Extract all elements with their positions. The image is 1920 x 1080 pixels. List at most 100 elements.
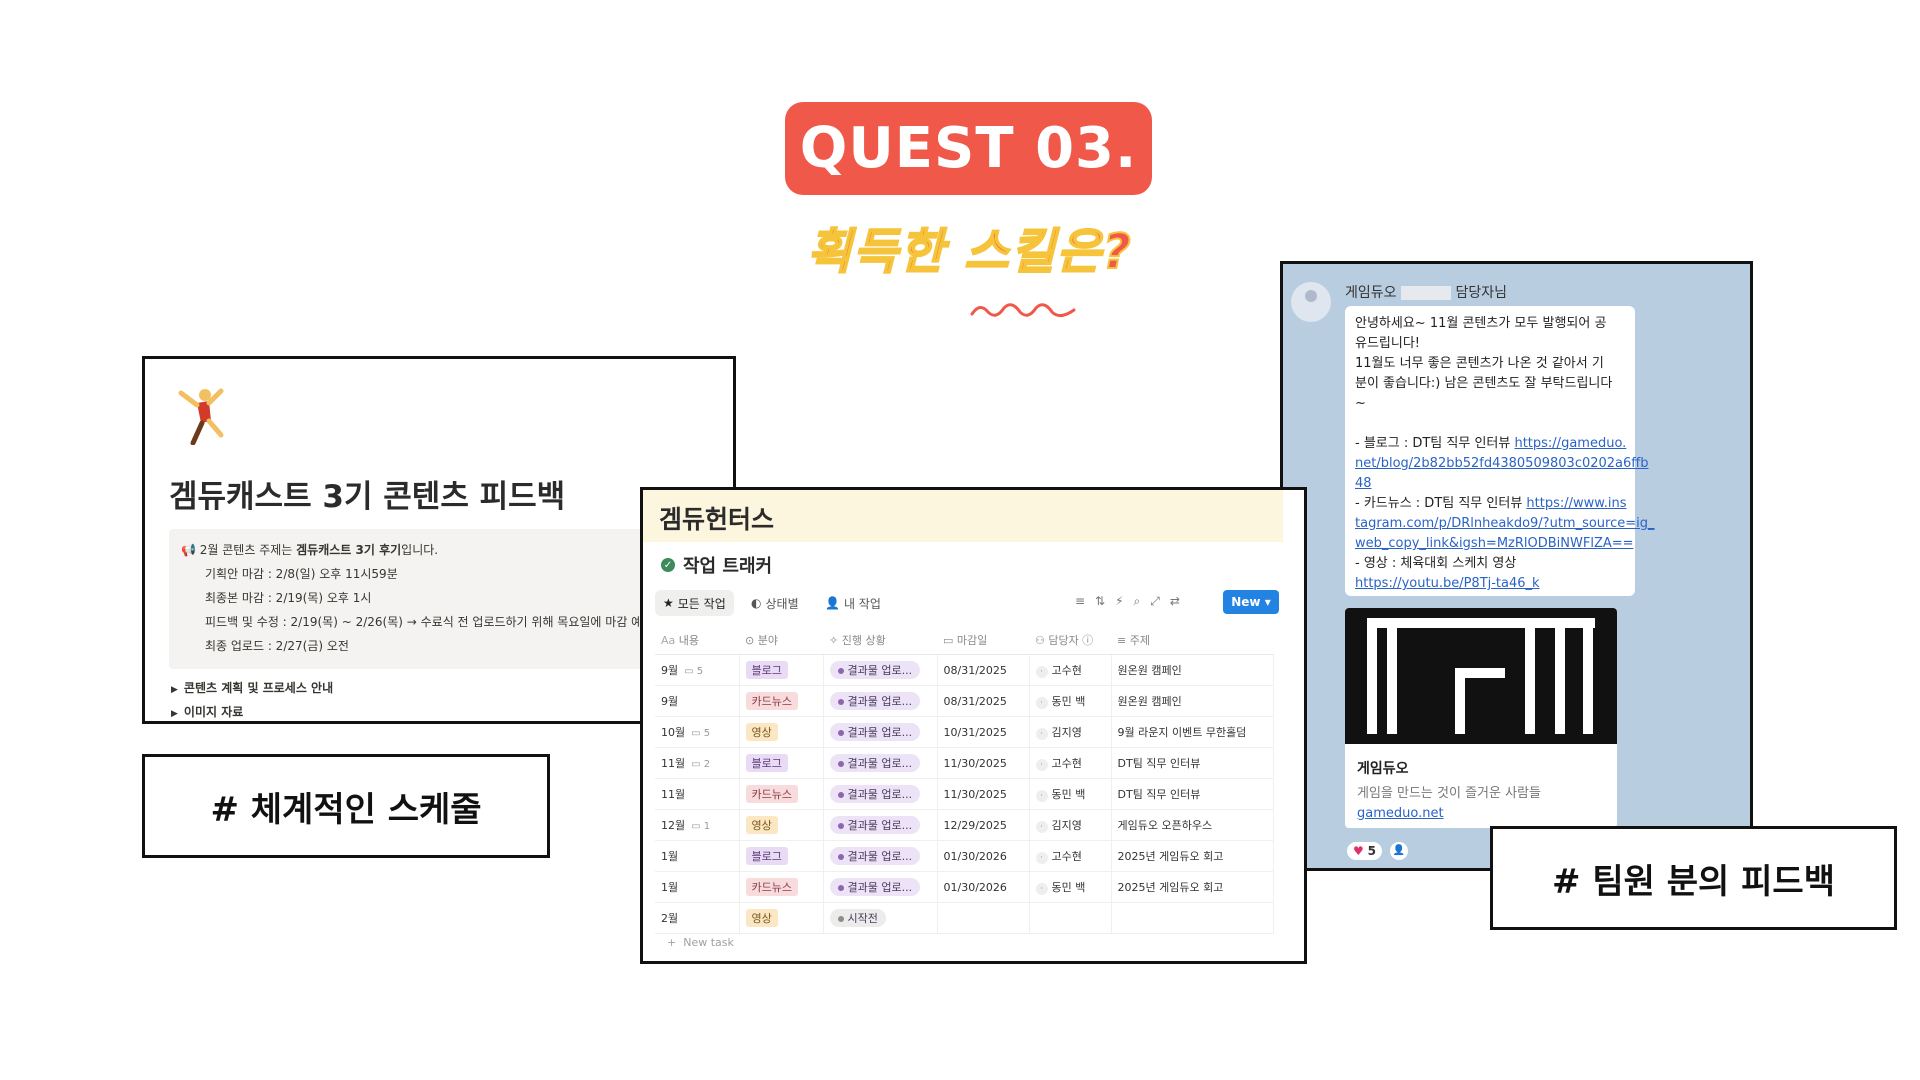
cardnews-link[interactable]: https://www.ins	[1526, 496, 1627, 511]
column-header[interactable]: Aa 내용	[655, 626, 739, 655]
cell-content[interactable]: 9월▭ 5	[655, 654, 740, 686]
cell-topic[interactable]: 2025년 게임듀오 회고	[1111, 840, 1274, 872]
cell-owner[interactable]: ·동민 백	[1029, 871, 1112, 903]
chat-message-screenshot: 게임듀오 담당자님 안녕하세요~ 11월 콘텐츠가 모두 발행되어 공 유드립니…	[1280, 261, 1753, 871]
cell-content[interactable]: 12월▭ 1	[655, 809, 740, 841]
tab-all-tasks[interactable]: ★모든 작업	[655, 590, 734, 616]
column-header[interactable]: ⚇ 담당자 ⓘ	[1029, 626, 1111, 655]
cell-content[interactable]: 1월	[655, 871, 740, 903]
video-link[interactable]: https://youtu.be/P8Tj-ta46_k	[1355, 576, 1540, 591]
tab-my-tasks[interactable]: 👤내 작업	[817, 590, 889, 616]
toolbar-icons[interactable]: ≡⇅⚡⌕⤢⇄	[1075, 594, 1190, 608]
tab-by-status[interactable]: ◐상태별	[743, 590, 807, 616]
column-header[interactable]: ▭ 마감일	[937, 626, 1029, 655]
cell-due[interactable]: 08/31/2025	[937, 685, 1030, 717]
cell-topic[interactable]: DT팀 직무 인터뷰	[1111, 747, 1274, 779]
cell-content[interactable]: 10월▭ 5	[655, 716, 740, 748]
person-icon[interactable]: 👤	[1389, 842, 1408, 860]
cell-status[interactable]: 결과물 업로...	[823, 840, 938, 872]
cardnews-link[interactable]: tagram.com/p/DRlnheakdo9/?utm_source=ig_	[1355, 516, 1655, 531]
cell-owner[interactable]: ·동민 백	[1029, 685, 1112, 717]
cell-topic[interactable]: 9월 라운지 이벤트 무한홀덤	[1111, 716, 1274, 748]
toggle-triangle-icon: ▶	[171, 685, 178, 695]
cell-field[interactable]: 영상	[739, 716, 824, 748]
cell-content[interactable]: 11월▭ 2	[655, 747, 740, 779]
cell-content[interactable]: 2월	[655, 902, 740, 934]
blog-link[interactable]: net/blog/2b82bb52fd4380509803c0202a6ffb	[1355, 456, 1649, 471]
tab-label: 내 작업	[843, 596, 881, 611]
cell-field[interactable]: 블로그	[739, 840, 824, 872]
cell-status[interactable]: 결과물 업로...	[823, 809, 938, 841]
link-preview-card[interactable]: 게임듀오 게임을 만드는 것이 즐거운 사람들 gameduo.net	[1345, 608, 1617, 828]
cell-due[interactable]: 08/31/2025	[937, 654, 1030, 686]
cell-owner[interactable]: ·김지영	[1029, 716, 1112, 748]
cell-due[interactable]: 11/30/2025	[937, 778, 1030, 810]
toggle-image-assets[interactable]: ▶ 이미지 자료	[171, 703, 243, 720]
cell-field[interactable]: 영상	[739, 902, 824, 934]
toggle-process-guide[interactable]: ▶콘텐츠 계획 및 프로세스 안내	[171, 679, 333, 696]
cell-topic[interactable]: 원온원 캠페인	[1111, 654, 1274, 686]
cell-owner[interactable]	[1029, 902, 1112, 934]
database-title: ✓작업 트래커	[661, 552, 772, 578]
callout-intro: 📢 2월 콘텐츠 주제는 겜듀캐스트 3기 후기입니다.	[181, 541, 438, 558]
cell-status[interactable]: 결과물 업로...	[823, 747, 938, 779]
cell-status[interactable]: 시작전	[823, 902, 938, 934]
cell-due[interactable]: 01/30/2026	[937, 871, 1030, 903]
cell-due[interactable]: 01/30/2026	[937, 840, 1030, 872]
blog-link[interactable]: 48	[1355, 476, 1372, 491]
cell-due[interactable]: 10/31/2025	[937, 716, 1030, 748]
cell-status[interactable]: 결과물 업로...	[823, 778, 938, 810]
toggle-triangle-icon: ▶	[171, 709, 178, 719]
cell-field[interactable]: 블로그	[739, 654, 824, 686]
cell-topic[interactable]	[1111, 902, 1274, 934]
cell-content[interactable]: 1월	[655, 840, 740, 872]
cell-status[interactable]: 결과물 업로...	[823, 654, 938, 686]
cell-owner[interactable]: ·고수현	[1029, 840, 1112, 872]
toggle-label: 이미지 자료	[183, 705, 244, 719]
cell-topic[interactable]: 2025년 게임듀오 회고	[1111, 871, 1274, 903]
cell-topic[interactable]: 원온원 캠페인	[1111, 685, 1274, 717]
new-button[interactable]: New ▾	[1223, 590, 1279, 614]
cell-due[interactable]: 11/30/2025	[937, 747, 1030, 779]
task-tracker-screenshot: 겜듀헌터스 ✓작업 트래커 ★모든 작업 ◐상태별 👤내 작업 ≡⇅⚡⌕⤢⇄ N…	[640, 487, 1307, 964]
cell-owner[interactable]: ·김지영	[1029, 809, 1112, 841]
heart-icon: ♥	[1353, 844, 1364, 858]
heart-reaction[interactable]: ♥ 5	[1347, 842, 1382, 860]
new-task-button[interactable]: + New task	[667, 936, 734, 949]
blog-link[interactable]: https://gameduo.	[1514, 436, 1627, 451]
cell-field[interactable]: 블로그	[739, 747, 824, 779]
megaphone-icon: 📢	[181, 543, 196, 557]
cell-due[interactable]: 12/29/2025	[937, 809, 1030, 841]
cell-content[interactable]: 11월	[655, 778, 740, 810]
cell-due[interactable]	[937, 902, 1030, 934]
cell-status[interactable]: 결과물 업로...	[823, 685, 938, 717]
column-header[interactable]: ≡ 주제	[1111, 626, 1273, 655]
cell-field[interactable]: 카드뉴스	[739, 685, 824, 717]
column-header[interactable]: ✧ 진행 상황	[823, 626, 937, 655]
cell-content[interactable]: 9월	[655, 685, 740, 717]
cell-status[interactable]: 결과물 업로...	[823, 716, 938, 748]
preview-url[interactable]: gameduo.net	[1357, 806, 1444, 821]
cell-owner[interactable]: ·고수현	[1029, 747, 1112, 779]
cell-status[interactable]: 결과물 업로...	[823, 871, 938, 903]
gameduo-logo-image	[1345, 608, 1617, 744]
column-header[interactable]: ⊙ 분야	[739, 626, 823, 655]
cell-owner[interactable]: ·동민 백	[1029, 778, 1112, 810]
cardnews-link[interactable]: web_copy_link&igsh=MzRlODBiNWFlZA==	[1355, 536, 1634, 551]
cell-field[interactable]: 카드뉴스	[739, 871, 824, 903]
cell-field[interactable]: 영상	[739, 809, 824, 841]
blog-label: - 블로그 : DT팀 직무 인터뷰	[1355, 436, 1515, 451]
cell-topic[interactable]: 게임듀오 오픈하우스	[1111, 809, 1274, 841]
cell-owner[interactable]: ·고수현	[1029, 654, 1112, 686]
cell-topic[interactable]: DT팀 직무 인터뷰	[1111, 778, 1274, 810]
cell-field[interactable]: 카드뉴스	[739, 778, 824, 810]
